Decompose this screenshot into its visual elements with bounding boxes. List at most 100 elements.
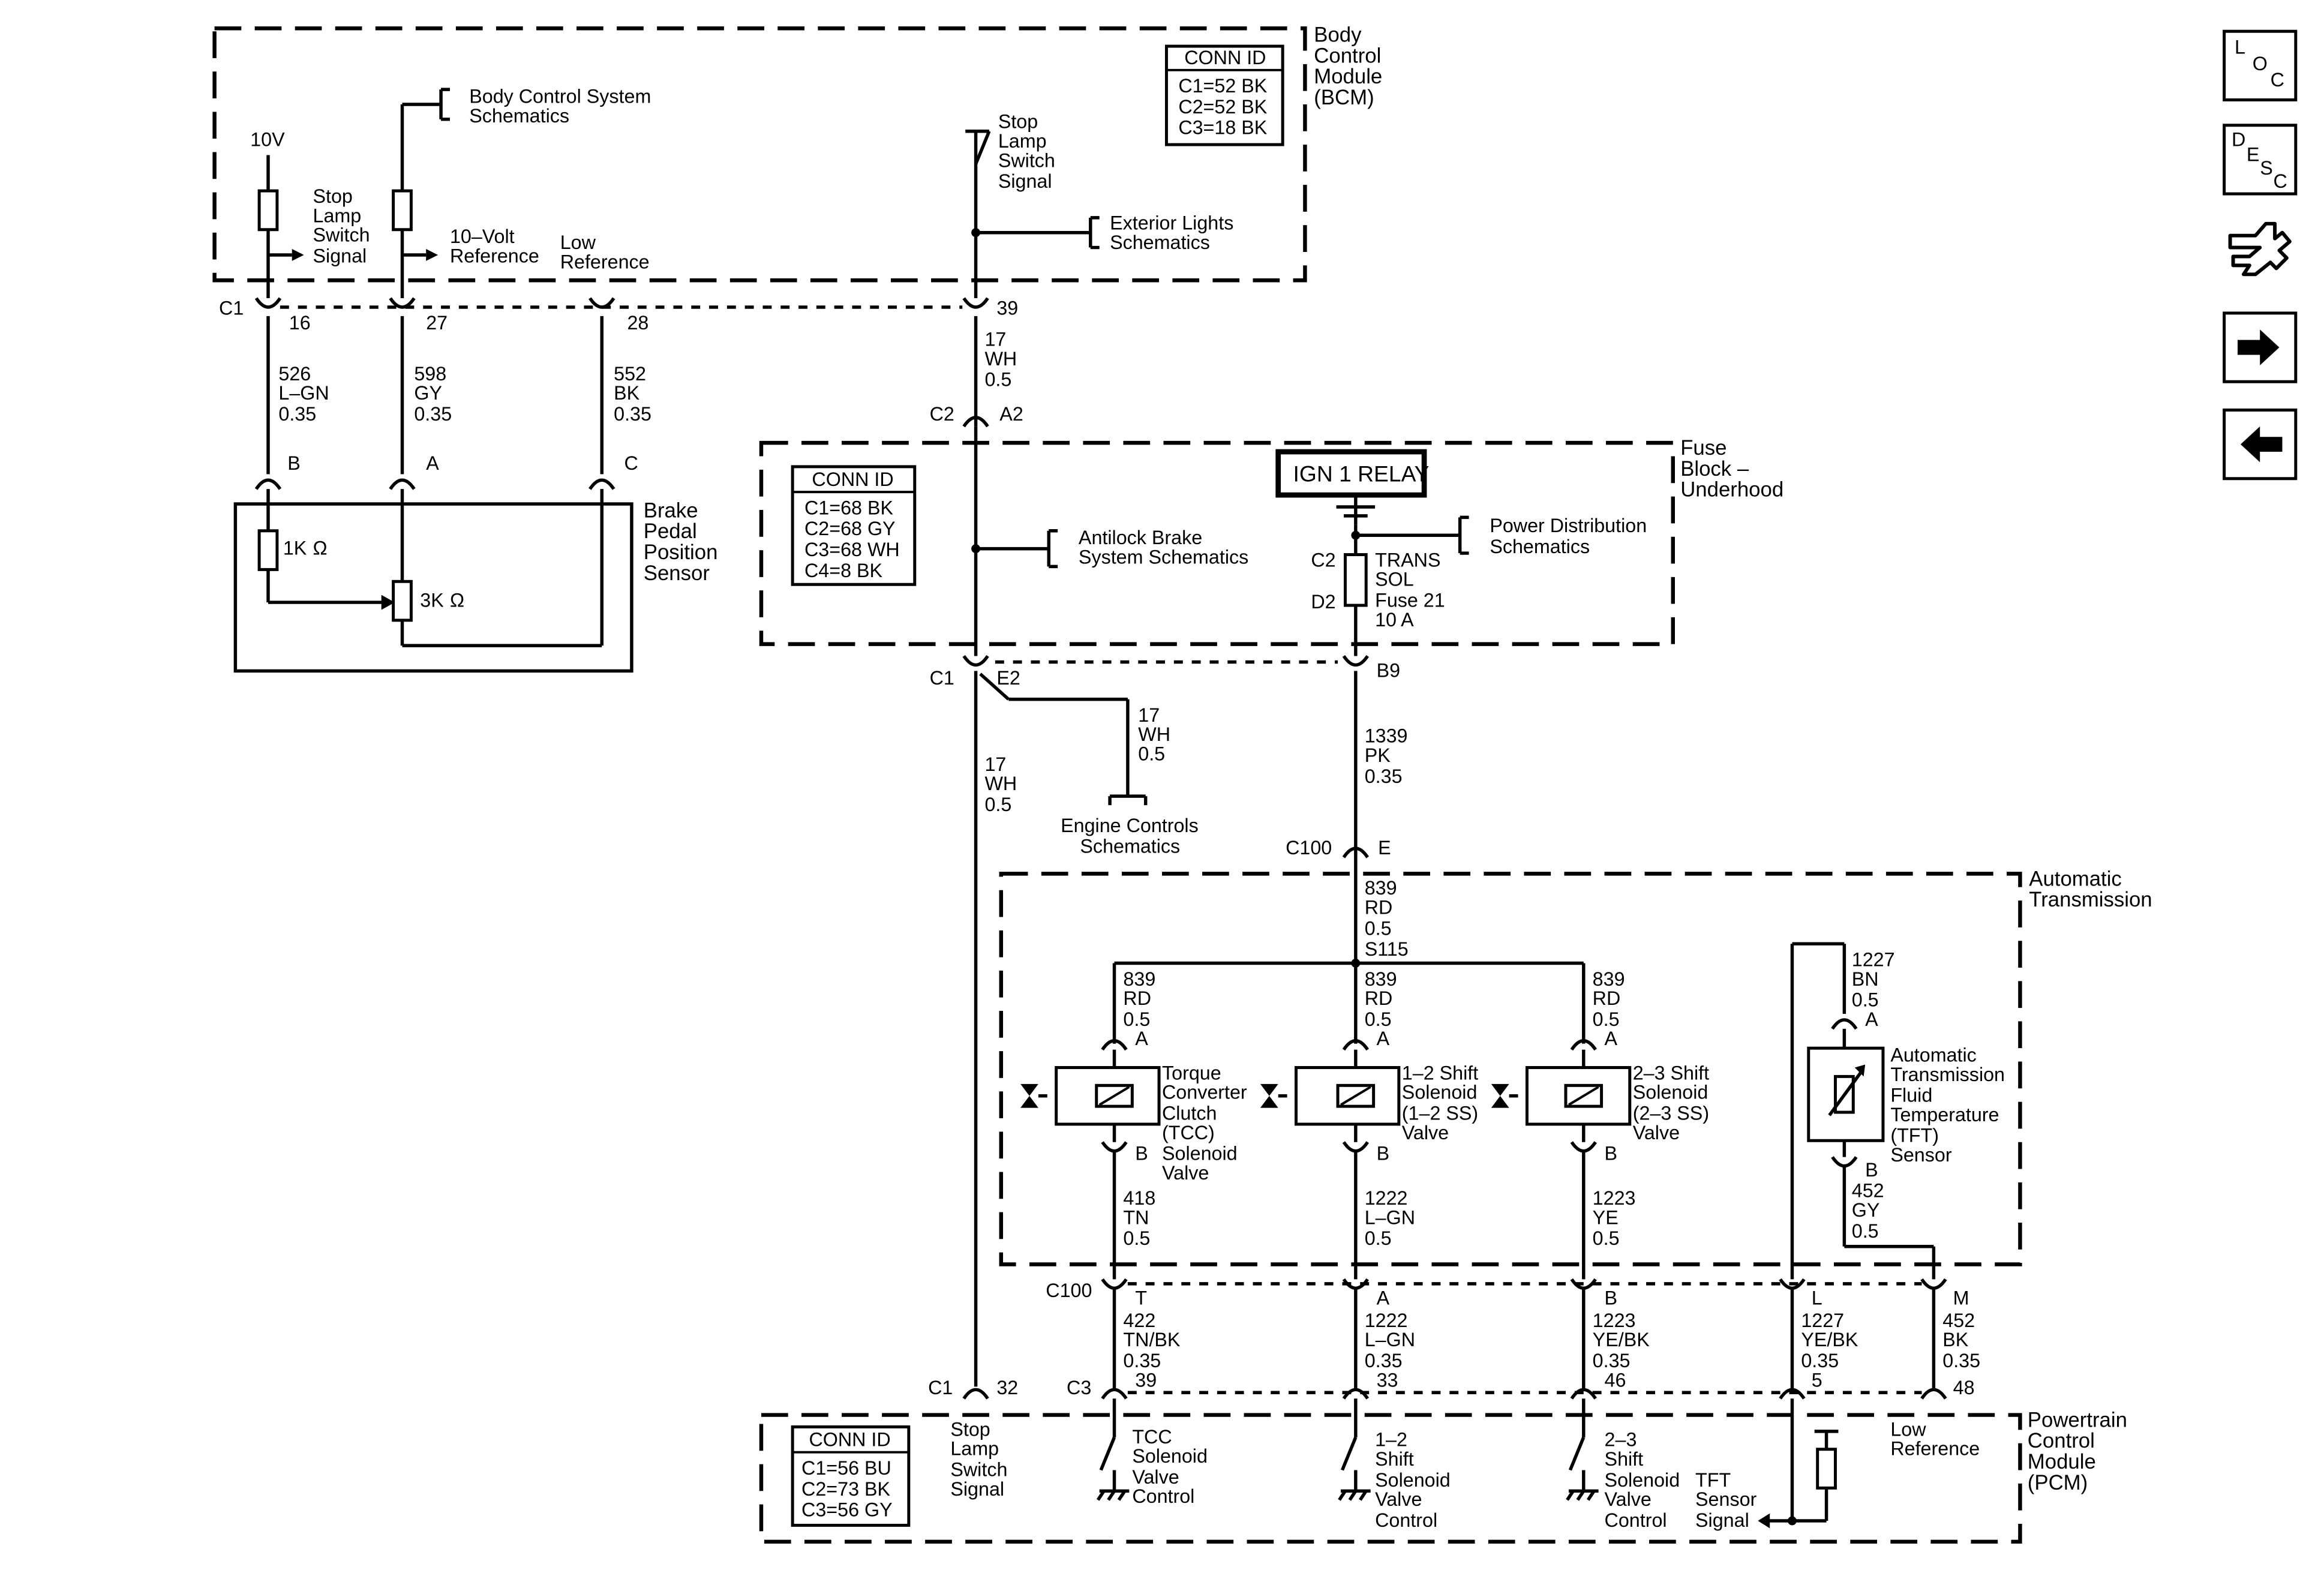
wire-452-circuit: 452: [1942, 1310, 1975, 1331]
wire-452-circuit: 452: [1852, 1180, 1884, 1202]
next-button[interactable]: [2223, 311, 2298, 383]
ss23-label: (2–3 SS): [1633, 1102, 1709, 1124]
pcm-tft-label: Sensor: [1695, 1488, 1756, 1510]
ss12-driver: 1–2 Shift Solenoid Valve Control: [1338, 1398, 1451, 1531]
wire-598-color: GY: [414, 382, 442, 404]
tft-pullup-resistor: [1816, 1448, 1837, 1490]
wire-552-circuit: 552: [614, 363, 646, 385]
bcm-title-2: Control: [1314, 44, 1381, 67]
wire-1222-gauge: 0.35: [1365, 1350, 1403, 1371]
fuse-pin-e2: E2: [996, 667, 1020, 689]
wire-1222-circuit: 1222: [1365, 1187, 1408, 1209]
desc-letter: E: [2247, 143, 2260, 165]
brake-pedal-position-sensor: B A C Brake Pedal Position Sensor 1K Ω 3…: [233, 452, 717, 673]
wire-1223-color: YE: [1593, 1206, 1619, 1228]
pcm-stop-label: Switch: [950, 1458, 1007, 1480]
bcm-c1-label: C1: [219, 297, 244, 319]
wire-839-circuit: 839: [1365, 877, 1397, 899]
c100-pin-l: L: [1812, 1287, 1822, 1309]
pcm-conn-id-title: CONN ID: [809, 1429, 890, 1451]
pcm-tcc-label: Control: [1132, 1485, 1194, 1507]
pcm-pin-33: 33: [1377, 1369, 1398, 1391]
sensor-3k-label: 3K: [420, 590, 444, 611]
automatic-transmission: Automatic Transmission 839 RD 0.5 S115 8…: [999, 867, 2152, 1280]
wire-452-gauge: 0.5: [1852, 1220, 1879, 1242]
fuse-pwr-dist-2: Schematics: [1490, 536, 1590, 557]
pcm-pin-48: 48: [1953, 1377, 1975, 1398]
tcc-pin-a: A: [1135, 1028, 1148, 1049]
ign-1-relay-label: IGN 1 RELAY: [1293, 461, 1430, 487]
bcm-pin-27: 27: [426, 312, 448, 334]
wire-839-color: RD: [1123, 987, 1151, 1009]
fuse-conn-id-row: C4=8 BK: [804, 560, 883, 581]
location-button[interactable]: L O C: [2223, 29, 2298, 102]
wire-1227-gauge: 0.35: [1801, 1350, 1839, 1371]
bcm-stop-switch-1: Stop: [998, 111, 1038, 133]
transmission-to-pcm-harness: 422 TN/BK 0.35 1222 L–GN 0.35 1223 YE/BK…: [1112, 1288, 1980, 1390]
loc-letter: C: [2271, 69, 2284, 91]
wire-418-circuit: 418: [1123, 1187, 1155, 1209]
bcm-ext-lights-1: Exterior Lights: [1110, 212, 1233, 234]
wire-839-color: RD: [1365, 987, 1393, 1009]
engine-controls-2: Schematics: [1080, 836, 1180, 857]
nav-toolbar: L O C D E S C: [2223, 29, 2298, 481]
tcc-label: Clutch: [1162, 1102, 1217, 1124]
sensor-title-2: Pedal: [644, 520, 697, 543]
arrow-right-icon: [2237, 329, 2280, 365]
ss12-label: 1–2 Shift: [1402, 1062, 1478, 1083]
harness-connector-button[interactable]: [2228, 221, 2292, 277]
loc-letter: O: [2253, 53, 2268, 74]
c100-connector: C100 T A B L M: [1046, 1278, 1969, 1309]
fuse-abs-2: System Schematics: [1079, 546, 1248, 568]
wire-839-gauge: 0.5: [1123, 1008, 1150, 1030]
previous-button[interactable]: [2223, 408, 2298, 481]
wire-1223-gauge: 0.35: [1593, 1350, 1631, 1371]
pcm-title-1: Powertrain: [2028, 1409, 2127, 1431]
pcm-conn-id-table: CONN ID C1=56 BU C2=73 BK C3=56 GY: [791, 1425, 911, 1527]
engine-controls-1: Engine Controls: [1061, 815, 1199, 836]
pcm-low-ref-label: Reference: [1890, 1438, 1980, 1460]
stop-lamp-to-pcm: 17 WH 0.5 Engine Controls Schematics 17 …: [974, 671, 1199, 1387]
bcm-pin-28: 28: [627, 312, 648, 334]
wire-598-circuit: 598: [414, 363, 446, 385]
ss23-label: Solenoid: [1633, 1082, 1709, 1103]
wire-1339-color: PK: [1365, 745, 1391, 766]
tcc-label: Solenoid: [1162, 1143, 1238, 1164]
tft-label: (TFT): [1890, 1125, 1939, 1146]
wire-418-color: TN: [1123, 1206, 1149, 1228]
wire-17-gauge: 0.5: [1138, 743, 1165, 764]
pcm-ss23-label: 2–3: [1605, 1429, 1637, 1451]
pcm-pin-46: 46: [1605, 1369, 1626, 1391]
tft-sensor: 1227 BN 0.5 A B Automatic Transmission F…: [1790, 942, 2005, 1280]
pcm-tft-label: TFT: [1695, 1469, 1731, 1491]
tft-label: Fluid: [1890, 1085, 1932, 1106]
ss23-label: 2–3 Shift: [1633, 1062, 1709, 1083]
wire-17-circuit: 17: [1138, 704, 1160, 726]
fuse-title-1: Fuse: [1680, 437, 1727, 460]
wire-1339-circuit: 1339: [1365, 725, 1408, 747]
fuse-c1-label: C1: [930, 667, 954, 689]
ground-icon: [1566, 1489, 1599, 1501]
valve-symbol-icon: [1491, 1083, 1509, 1108]
description-button[interactable]: D E S C: [2223, 124, 2298, 196]
wire-839-circuit: 839: [1593, 968, 1625, 990]
bcm-module: Body Control Module (BCM) CONN ID C1=52 …: [212, 24, 1382, 299]
c100-conn-label: C100: [1046, 1280, 1092, 1301]
bcm-10v-ref-2: Reference: [450, 245, 539, 266]
pcm-low-ref-label: Low: [1890, 1418, 1926, 1440]
tcc-pin-b: B: [1135, 1143, 1148, 1164]
harness-connector-icon: [2228, 221, 2292, 277]
bcm-conn-id-title: CONN ID: [1184, 47, 1266, 68]
wire-17-color: WH: [984, 348, 1017, 370]
pcm-stop-label: Lamp: [950, 1438, 999, 1460]
ss12-label: (1–2 SS): [1402, 1102, 1478, 1124]
sensor-pin-b: B: [287, 452, 301, 474]
ss23-label: Valve: [1633, 1122, 1680, 1143]
wire-526-circuit: 526: [278, 363, 311, 385]
ss12-pin-b: B: [1377, 1143, 1390, 1164]
wire-452-color: BK: [1942, 1329, 1969, 1350]
bcm-10v-ref-1: 10–Volt: [450, 226, 515, 247]
tcc-solenoid-valve: 839 RD 0.5 A B Torque Converter Clutch (…: [1020, 963, 1247, 1280]
wire-839-circuit: 839: [1365, 968, 1397, 990]
